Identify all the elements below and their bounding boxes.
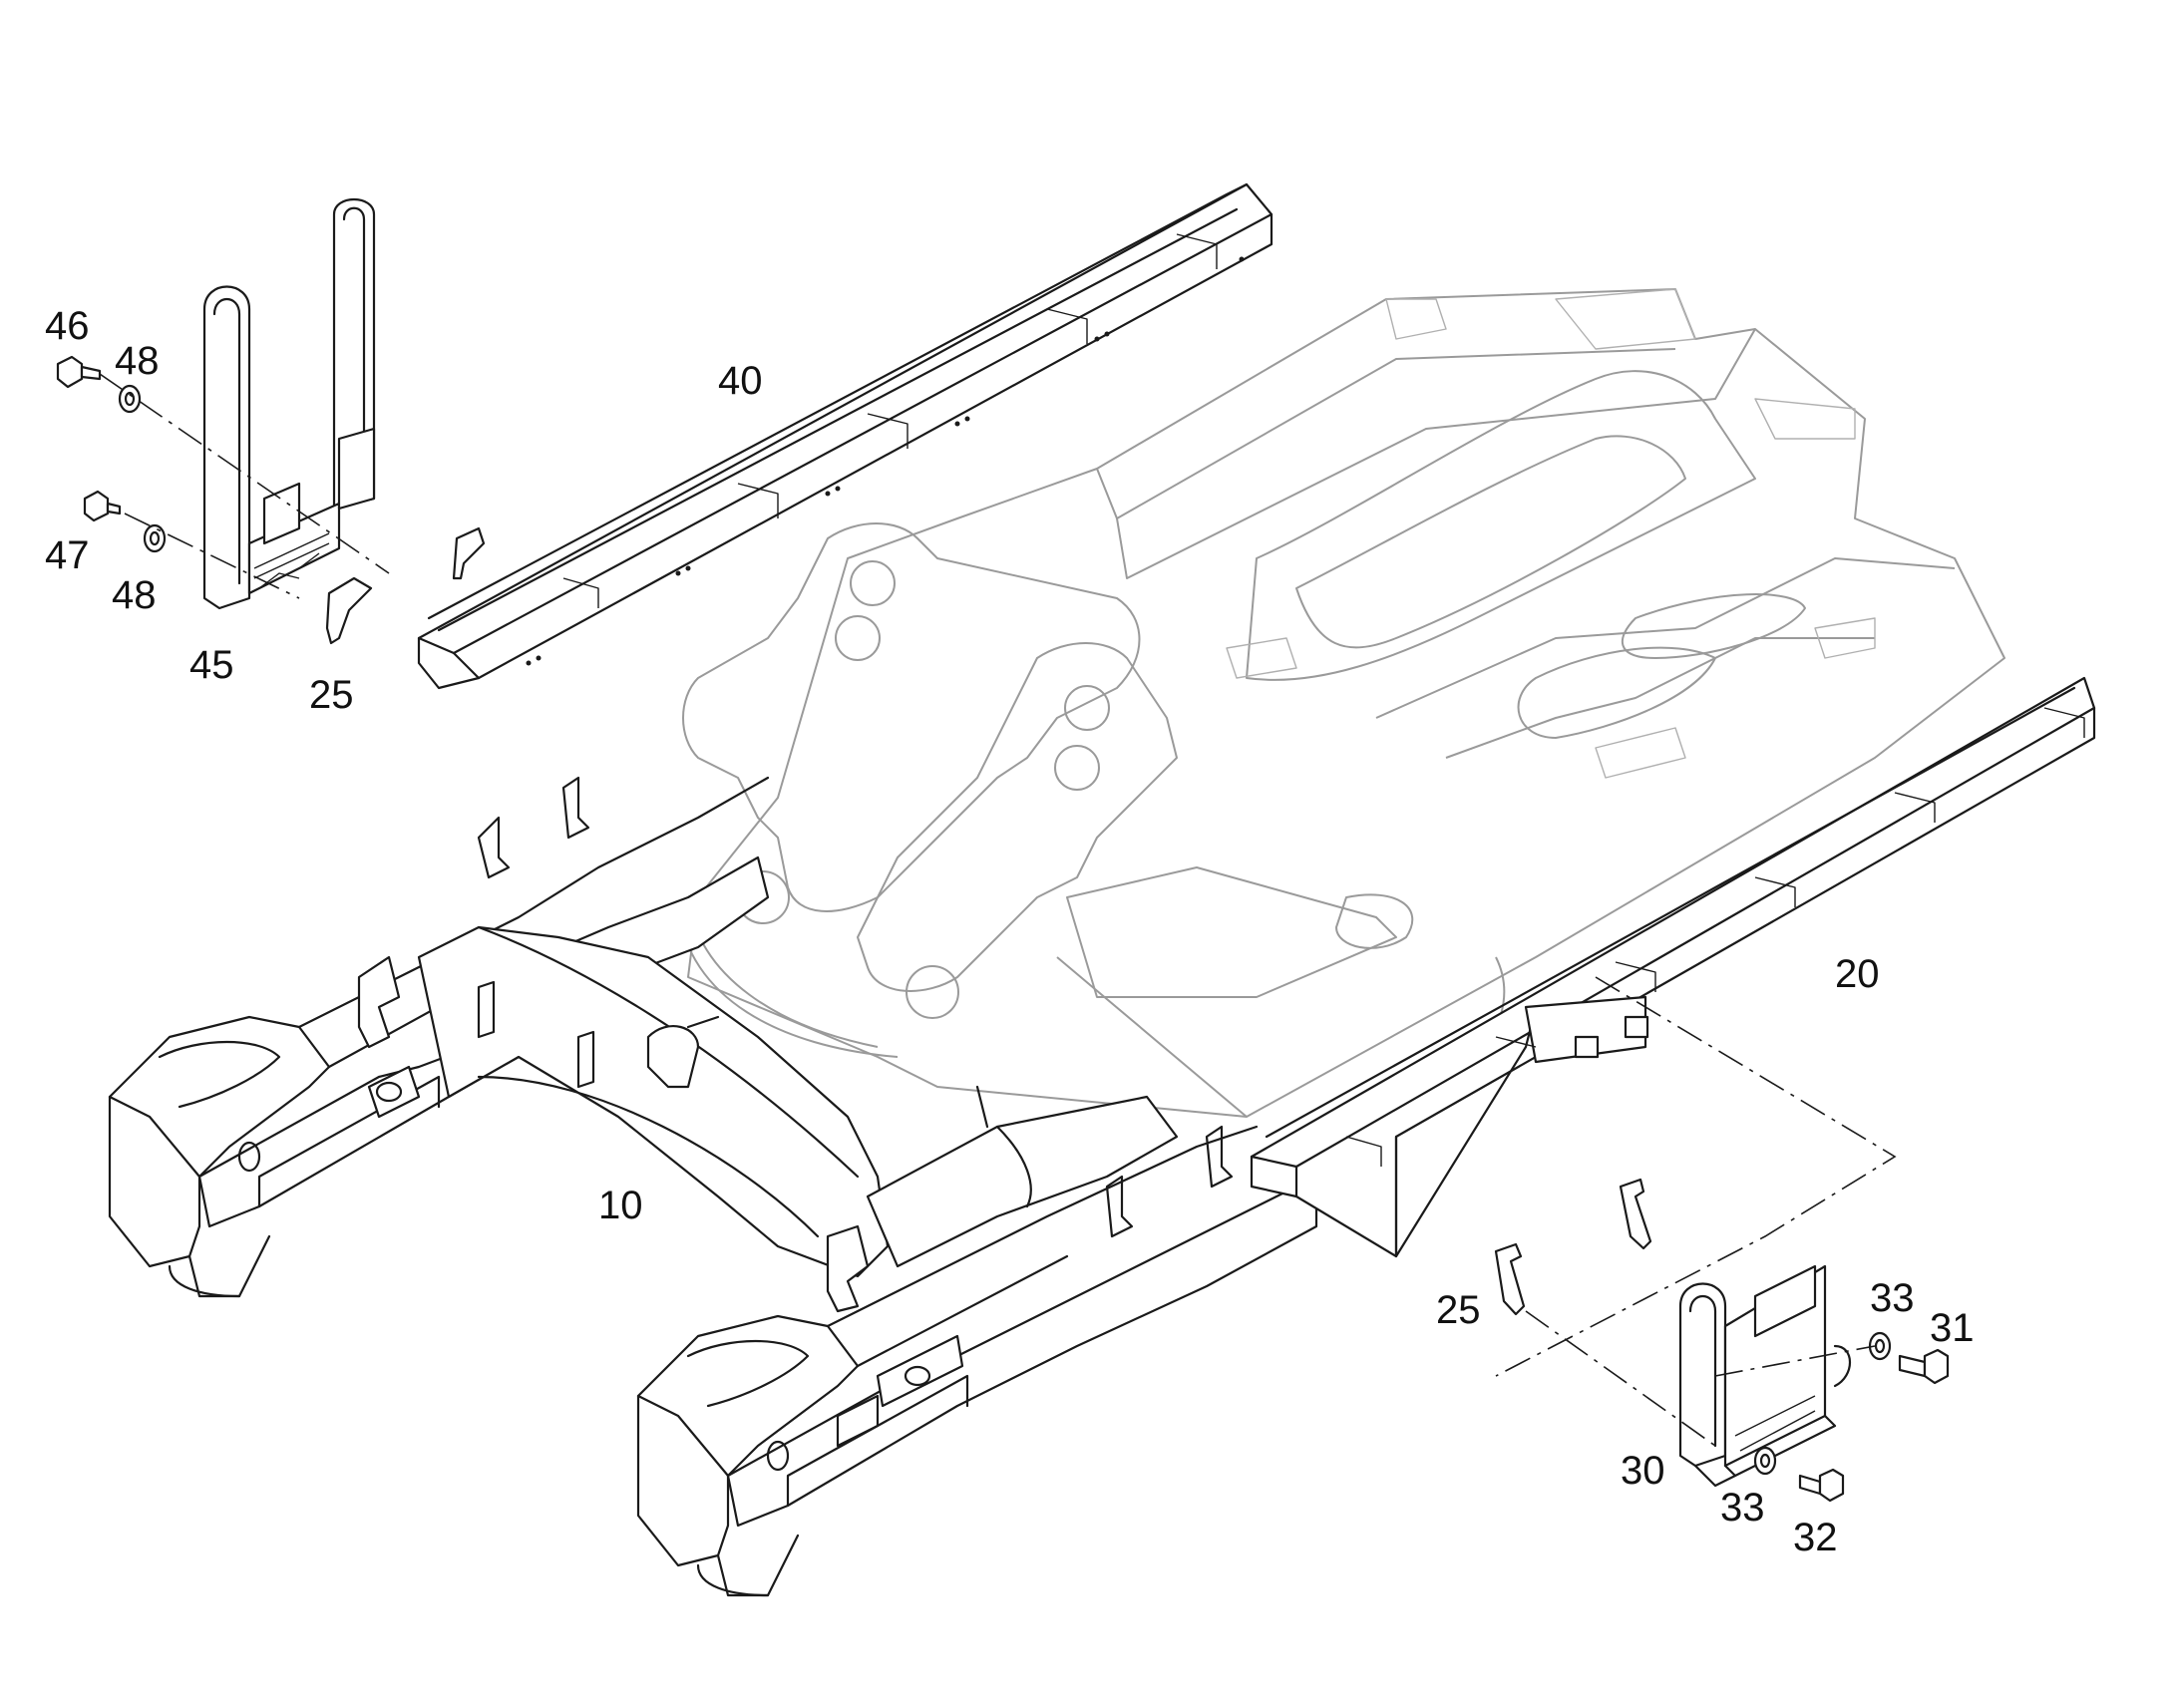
callout-30: 30 <box>1621 1449 1665 1493</box>
callout-33-lower: 33 <box>1720 1486 1765 1530</box>
step-20 <box>1250 676 2096 1258</box>
handrail-30 <box>1678 1264 1851 1488</box>
handrail-45 <box>202 198 376 610</box>
callout-10: 10 <box>598 1184 643 1227</box>
callout-25-upper: 25 <box>309 673 354 717</box>
callout-47: 47 <box>45 533 90 577</box>
callout-48-upper: 48 <box>115 339 160 383</box>
callout-40: 40 <box>718 359 763 403</box>
assembly-lines <box>99 373 1897 1447</box>
callout-48-lower: 48 <box>112 573 157 617</box>
undercarriage-frame <box>108 776 1318 1597</box>
callout-20: 20 <box>1835 952 1880 996</box>
callout-25-lower: 25 <box>1436 1288 1481 1332</box>
callout-32: 32 <box>1793 1516 1838 1559</box>
callout-46: 46 <box>45 304 90 348</box>
callout-33-upper: 33 <box>1870 1276 1915 1320</box>
step-40 <box>417 182 1273 690</box>
fasteners <box>56 355 1950 1503</box>
callout-labels: 46 48 40 47 48 45 25 20 10 33 31 25 30 3… <box>45 304 1975 1559</box>
callout-31: 31 <box>1930 1306 1975 1350</box>
callout-45: 45 <box>189 643 234 687</box>
